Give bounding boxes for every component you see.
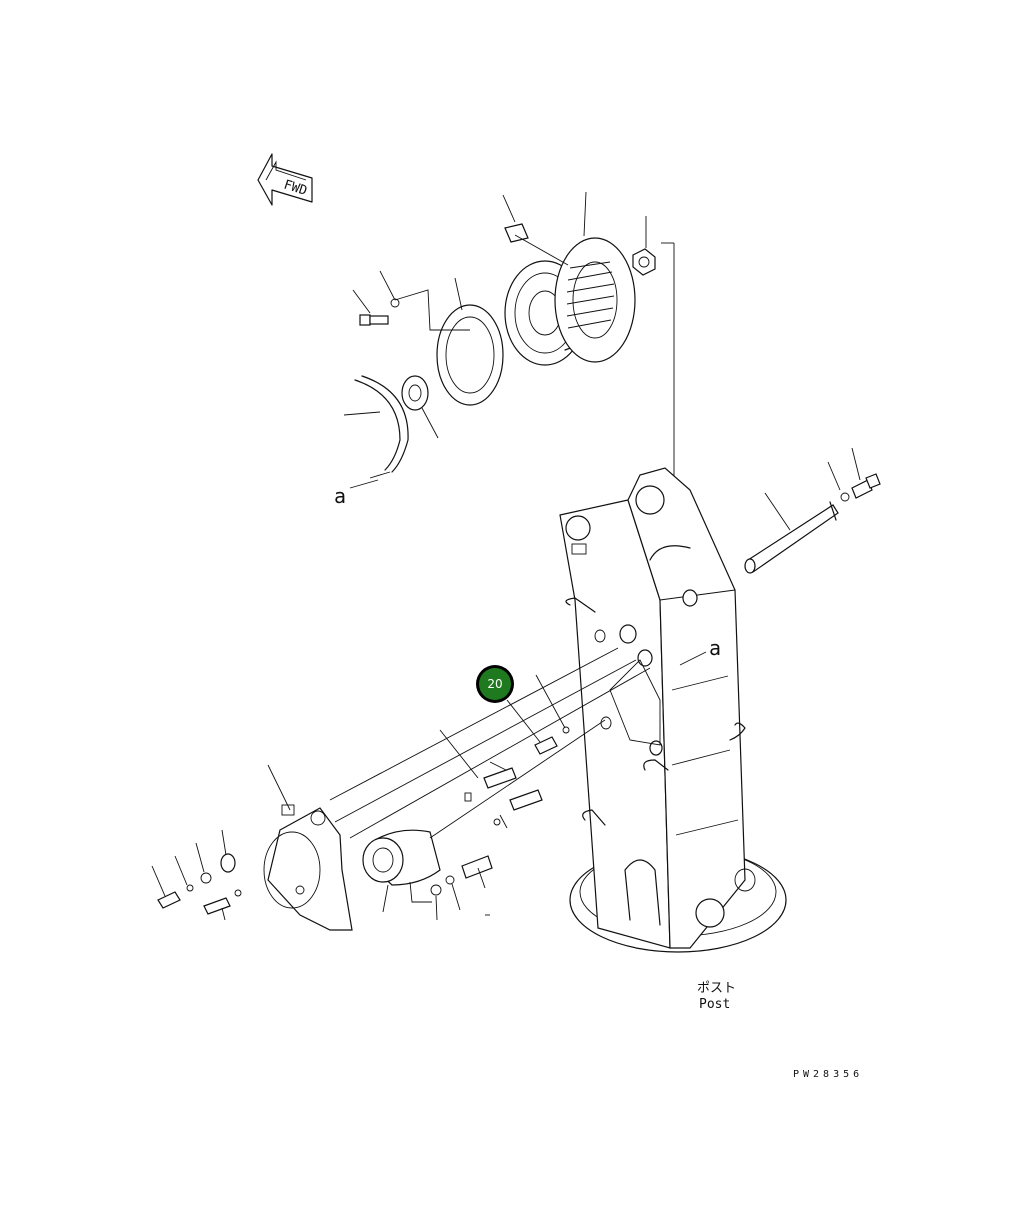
- post-frame: [559, 467, 787, 953]
- ref-letter-a-top: a: [334, 484, 346, 508]
- fwd-arrow-icon: FWD: [257, 153, 313, 206]
- fwd-label: FWD: [282, 177, 309, 199]
- figure-code: PW28356: [793, 1069, 863, 1080]
- leader-lines-lower: [151, 647, 651, 921]
- pin-assembly: [744, 473, 881, 574]
- drum-assembly: [354, 223, 656, 479]
- post-label-en: Post: [699, 997, 730, 1012]
- leader-lines-right: [764, 447, 861, 531]
- callout-20-fill: [479, 668, 511, 700]
- post-label-jp: ポスト: [697, 981, 736, 996]
- motor-assembly: [157, 726, 570, 931]
- callout-20[interactable]: 20: [476, 665, 514, 703]
- callout-20-number: 20: [487, 677, 502, 691]
- ref-letter-a-right: a: [709, 636, 721, 660]
